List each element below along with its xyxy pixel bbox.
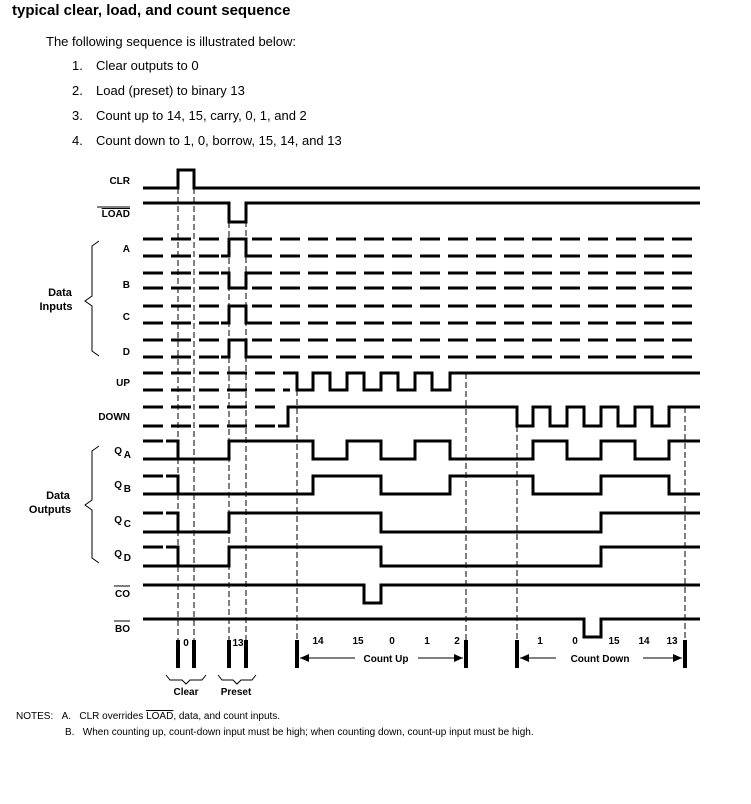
- group-brace: [165, 674, 207, 685]
- intro-text: The following sequence is illustrated be…: [46, 34, 297, 49]
- note-text-load: LOAD: [146, 711, 174, 722]
- clear-label: Clear: [173, 687, 198, 698]
- count-down-value: 14: [638, 636, 650, 647]
- arrowhead-icon: [300, 654, 309, 662]
- signal-label-down: DOWN: [98, 412, 130, 423]
- d-waveform: [221, 338, 252, 359]
- q-letter: Q: [114, 515, 122, 526]
- co-waveform: [143, 583, 700, 605]
- note-letter: A.: [61, 711, 72, 722]
- note-text: , data, and count inputs.: [173, 711, 281, 722]
- sequence-markers: [165, 640, 687, 685]
- clr-waveform: [143, 168, 700, 190]
- note-text: CLR overrides: [79, 711, 147, 722]
- signal-label-up: UP: [116, 378, 130, 389]
- qb-waveform: [166, 474, 700, 496]
- qa-waveform: [166, 439, 700, 461]
- step-number: 2.: [72, 83, 83, 98]
- section-title: typical clear, load, and count sequence: [12, 2, 291, 19]
- outputs-brace: [84, 445, 100, 564]
- waveforms: [143, 168, 700, 639]
- arrowhead-icon: [520, 654, 529, 662]
- bo-waveform: [143, 617, 700, 639]
- count-up-value: 2: [454, 636, 460, 647]
- signal-label-co: CO: [115, 589, 130, 600]
- clear-value: 0: [183, 638, 189, 649]
- q-subscript: A: [124, 450, 131, 461]
- count-down-label: Count Down: [571, 654, 630, 665]
- count-up-value: 1: [424, 636, 430, 647]
- c-waveform: [221, 304, 252, 325]
- q-letter: Q: [114, 549, 122, 560]
- step-text: Load (preset) to binary 13: [96, 83, 245, 98]
- count-up-label: Count Up: [364, 654, 409, 665]
- count-down-value: 15: [608, 636, 620, 647]
- a-waveform: [221, 237, 252, 258]
- step-number: 3.: [72, 108, 83, 123]
- qc-waveform: [166, 511, 700, 534]
- arrowhead-icon: [454, 654, 463, 662]
- q-subscript: D: [124, 553, 131, 564]
- b-waveform: [221, 271, 252, 290]
- count-down-value: 13: [666, 636, 678, 647]
- group-label-inputs-1: Data: [48, 287, 73, 299]
- count-up-value: 14: [312, 636, 324, 647]
- arrowhead-icon: [673, 654, 682, 662]
- q-subscript: B: [124, 484, 131, 495]
- signal-label-clr: CLR: [109, 176, 130, 187]
- signal-label-c: C: [123, 312, 130, 323]
- notes: NOTES: A. CLR overrides LOAD, data, and …: [16, 711, 534, 743]
- group-label-outputs-1: Data: [46, 490, 71, 502]
- q-letter: Q: [114, 480, 122, 491]
- up-waveform: [286, 371, 700, 392]
- count-up-value: 15: [352, 636, 364, 647]
- note-a: NOTES: A. CLR overrides LOAD, data, and …: [16, 711, 534, 727]
- count-up-value: 0: [389, 636, 395, 647]
- step-text: Count up to 14, 15, carry, 0, 1, and 2: [96, 108, 307, 123]
- note-text: When counting up, count-down input must …: [82, 727, 534, 738]
- count-down-value: 1: [537, 636, 543, 647]
- down-waveform: [278, 405, 700, 428]
- step-number: 4.: [72, 133, 83, 148]
- group-brace: [217, 674, 257, 685]
- group-label-inputs-2: Inputs: [40, 301, 73, 313]
- q-letter: Q: [114, 446, 122, 457]
- signal-label-d: D: [123, 347, 130, 358]
- q-subscript: C: [124, 519, 131, 530]
- load-waveform: [143, 201, 700, 224]
- step-text: Clear outputs to 0: [96, 58, 199, 73]
- notes-prefix: NOTES:: [16, 711, 54, 722]
- inputs-brace: [84, 240, 100, 357]
- note-b: B. When counting up, count-down input mu…: [16, 727, 534, 743]
- preset-label: Preset: [221, 687, 252, 698]
- signal-label-a: A: [123, 244, 130, 255]
- count-down-value: 0: [572, 636, 578, 647]
- preset-value: 13: [232, 638, 244, 649]
- group-label-outputs-2: Outputs: [29, 504, 71, 516]
- qd-waveform: [166, 545, 700, 568]
- step-text: Count down to 1, 0, borrow, 15, 14, and …: [96, 133, 342, 148]
- signal-label-load: LOAD: [102, 209, 130, 220]
- step-number: 1.: [72, 58, 83, 73]
- signal-label-b: B: [123, 280, 130, 291]
- signal-label-bo: BO: [115, 624, 130, 635]
- note-letter: B.: [65, 727, 75, 738]
